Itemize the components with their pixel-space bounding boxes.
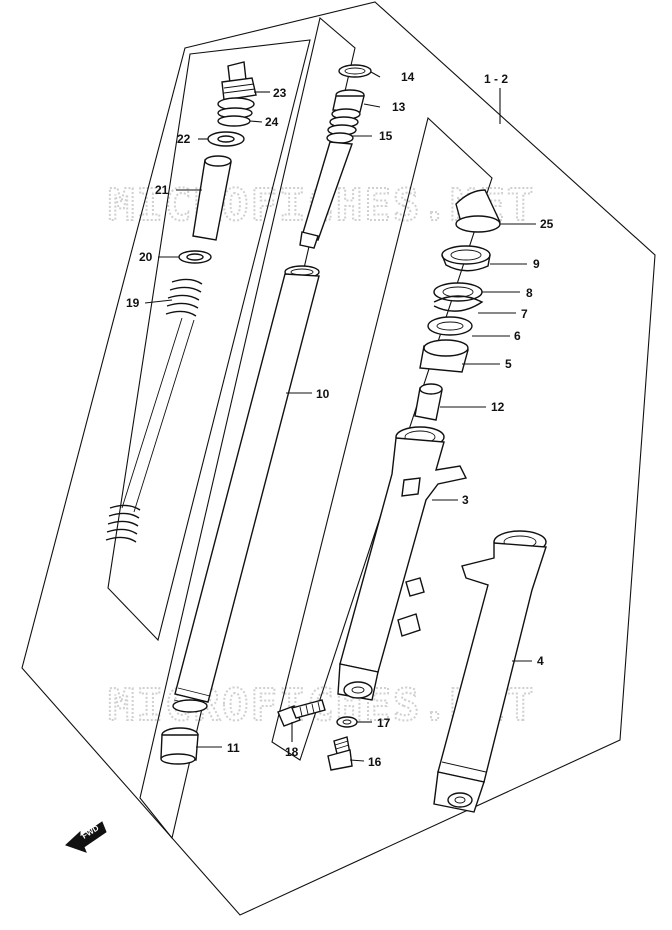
callout-20: 20: [139, 250, 153, 264]
part-12-bushing: [414, 383, 443, 421]
part-11-bushing: [160, 727, 199, 765]
part-18-bolt: [277, 699, 326, 727]
part-10-inner-tube: [172, 265, 320, 713]
callout-24: 24: [265, 115, 279, 129]
callout-12: 12: [491, 400, 505, 414]
panel-left: [107, 39, 311, 642]
callout-22: 22: [177, 132, 191, 146]
part-6-washer: [427, 316, 473, 336]
callout-21: 21: [155, 183, 169, 197]
assembly-label: 1 - 2: [484, 72, 508, 86]
outer-boundary: [21, 1, 656, 916]
part-13-15-damper-rod: [299, 89, 365, 249]
part-19-spring: [105, 278, 203, 543]
callout-14: 14: [401, 70, 415, 84]
callout-9: 9: [533, 257, 540, 271]
callout-16: 16: [368, 755, 382, 769]
part-21-spacer: [192, 155, 232, 241]
part-14-cap: [338, 64, 372, 78]
callout-25: 25: [540, 217, 554, 231]
callout-18: 18: [285, 745, 299, 759]
part-22-washer: [207, 131, 245, 147]
callout-23: 23: [273, 86, 287, 100]
part-25-seal: [455, 189, 501, 233]
callout-4: 4: [537, 654, 544, 668]
callout-13: 13: [392, 100, 406, 114]
part-20-washer: [178, 250, 212, 264]
callout-15: 15: [379, 129, 393, 143]
part-9-dust-seal: [441, 245, 491, 272]
callout-11: 11: [227, 741, 240, 755]
callout-3: 3: [462, 493, 469, 507]
callout-6: 6: [514, 329, 521, 343]
part-16-bolt: [327, 736, 353, 771]
callout-17: 17: [377, 716, 391, 730]
fwd-arrow-icon: FWD: [65, 821, 107, 853]
panel-middle: [139, 16, 356, 840]
callout-19: 19: [126, 296, 140, 310]
callout-8: 8: [526, 286, 533, 300]
part-7-clip: [433, 295, 484, 312]
panel-right: [271, 116, 493, 761]
part-5-bushing: [419, 339, 469, 373]
leader-lines: [144, 71, 536, 762]
callout-10: 10: [316, 387, 330, 401]
callouts: 1 - 2 14 13 15 23 24 22 21 20 19 25 9 8 …: [126, 70, 554, 769]
part-17-washer: [336, 716, 358, 728]
part-3-outer-tube: [337, 426, 468, 701]
part-4-outer-tube: [433, 530, 547, 813]
callout-7: 7: [521, 307, 528, 321]
part-23-adjuster: [217, 61, 257, 127]
callout-5: 5: [505, 357, 512, 371]
